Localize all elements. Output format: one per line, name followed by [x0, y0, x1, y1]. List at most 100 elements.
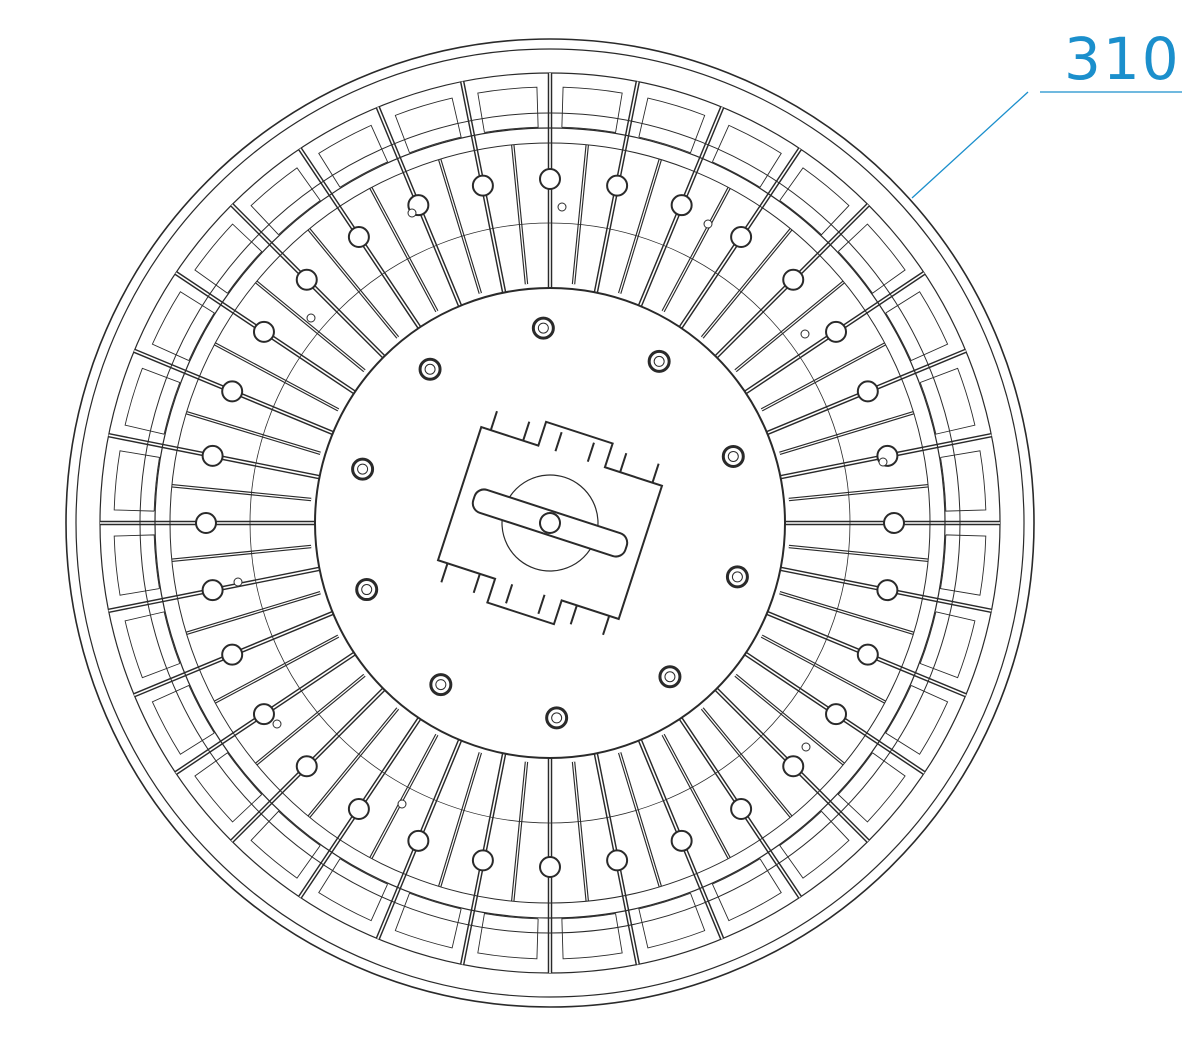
fin-boss: [539, 856, 561, 878]
driver-pin: [440, 562, 449, 583]
inner-ring: [169, 142, 931, 904]
inner-fin-core: [761, 635, 886, 703]
mounting-hole-inner: [664, 671, 676, 683]
fin-cell-frame: [151, 291, 215, 361]
fin-boss: [606, 174, 629, 197]
fin-cell-frame: [477, 913, 539, 960]
inner-fin-core: [370, 734, 438, 859]
vent-hole: [703, 219, 713, 229]
fin-boss: [195, 512, 217, 534]
vent-hole: [801, 742, 811, 752]
vent-hole: [800, 329, 810, 339]
fin-cell-frame: [394, 97, 462, 154]
fin-boss: [539, 168, 561, 190]
driver-pin: [522, 421, 531, 441]
mounting-hole: [429, 673, 453, 697]
fin-boss: [782, 268, 805, 291]
inner-fin-core: [439, 159, 481, 294]
inner-fin-core: [572, 761, 588, 902]
vent-hole: [878, 457, 888, 467]
fin-boss: [471, 174, 494, 197]
inner-fin-core: [788, 485, 929, 501]
inner-fin-core: [761, 343, 886, 411]
inner-fin-core: [308, 228, 399, 338]
inner-ring: [154, 127, 946, 919]
inner-fin-core: [735, 281, 845, 372]
inner-fin-core: [619, 752, 661, 887]
fin-cell-frame: [638, 97, 706, 154]
inner-fin-core: [788, 545, 929, 561]
fin-cell-frame: [318, 124, 389, 188]
inner-fin-core: [171, 485, 312, 501]
mounting-hole-inner: [435, 679, 447, 691]
fin-boss: [407, 829, 430, 852]
fin-boss: [295, 755, 318, 778]
inner-fin-core: [619, 159, 661, 294]
driver-pin: [586, 442, 595, 462]
fin-boss: [876, 579, 899, 602]
fin-cell-frame: [779, 167, 850, 236]
driver-pin: [569, 605, 578, 625]
fin-cell-frame: [113, 534, 160, 596]
inner-fin-core: [214, 343, 339, 411]
mounting-hole: [531, 316, 555, 340]
inner-fin-core: [255, 674, 365, 765]
inner-fin-core: [735, 674, 845, 765]
inner-ring: [249, 222, 851, 824]
mounting-hole-inner: [653, 355, 665, 367]
fin-boss: [221, 380, 244, 403]
mounting-hole: [545, 706, 569, 730]
callout-leader-line: [911, 91, 1029, 199]
vent-hole: [233, 577, 243, 587]
inner-fin-core: [370, 187, 438, 312]
driver-module: [436, 410, 664, 636]
fin-cell-frame: [940, 450, 987, 512]
fin-boss: [252, 320, 275, 343]
fin-boss: [252, 703, 275, 726]
fin-boss: [670, 194, 693, 217]
driver-pin: [619, 452, 628, 473]
inner-fin-core: [701, 708, 792, 818]
vent-hole: [407, 208, 417, 218]
mounting-hole-inner: [551, 712, 563, 724]
inner-fin-core: [701, 228, 792, 338]
fin-cell-frame: [318, 858, 388, 922]
driver-pin: [505, 584, 514, 604]
fin-cell-frame: [250, 167, 321, 236]
fin-cell-frame: [711, 858, 782, 922]
fin-boss: [201, 444, 224, 467]
fin-boss: [730, 798, 753, 821]
inner-fin-core: [186, 412, 321, 454]
fin-cell-frame: [885, 291, 949, 362]
fin-boss: [471, 849, 494, 872]
fin-boss: [730, 225, 753, 248]
fin-boss: [856, 643, 879, 666]
inner-fin-core: [662, 187, 730, 312]
inner-fin-core: [779, 412, 914, 454]
fin-cell-frame: [477, 86, 539, 133]
fin-cell-frame: [940, 534, 987, 596]
inner-fin-core: [662, 734, 730, 859]
mounting-hole: [721, 444, 745, 468]
fin-cell-frame: [394, 892, 462, 949]
mounting-hole-inner: [424, 363, 436, 375]
vent-hole: [306, 313, 316, 323]
mounting-hole-inner: [361, 584, 373, 596]
mounting-hole-inner: [727, 450, 739, 462]
fin-cell-frame: [638, 892, 706, 949]
mounting-hole: [658, 665, 682, 689]
inner-fin-core: [572, 144, 588, 285]
outer-ring: [75, 48, 1025, 998]
fin-cell-frame: [712, 124, 782, 188]
fin-boss: [347, 798, 370, 821]
fin-boss: [825, 703, 848, 726]
mounting-holes: [233, 202, 888, 809]
mounting-hole: [647, 349, 671, 373]
fin-cell-frame: [919, 367, 976, 435]
mounting-hole: [725, 565, 749, 589]
mounting-hole-inner: [537, 322, 549, 334]
fin-boss: [782, 755, 805, 778]
inner-fin-core: [512, 144, 528, 285]
callout-label: 310: [1064, 25, 1181, 93]
